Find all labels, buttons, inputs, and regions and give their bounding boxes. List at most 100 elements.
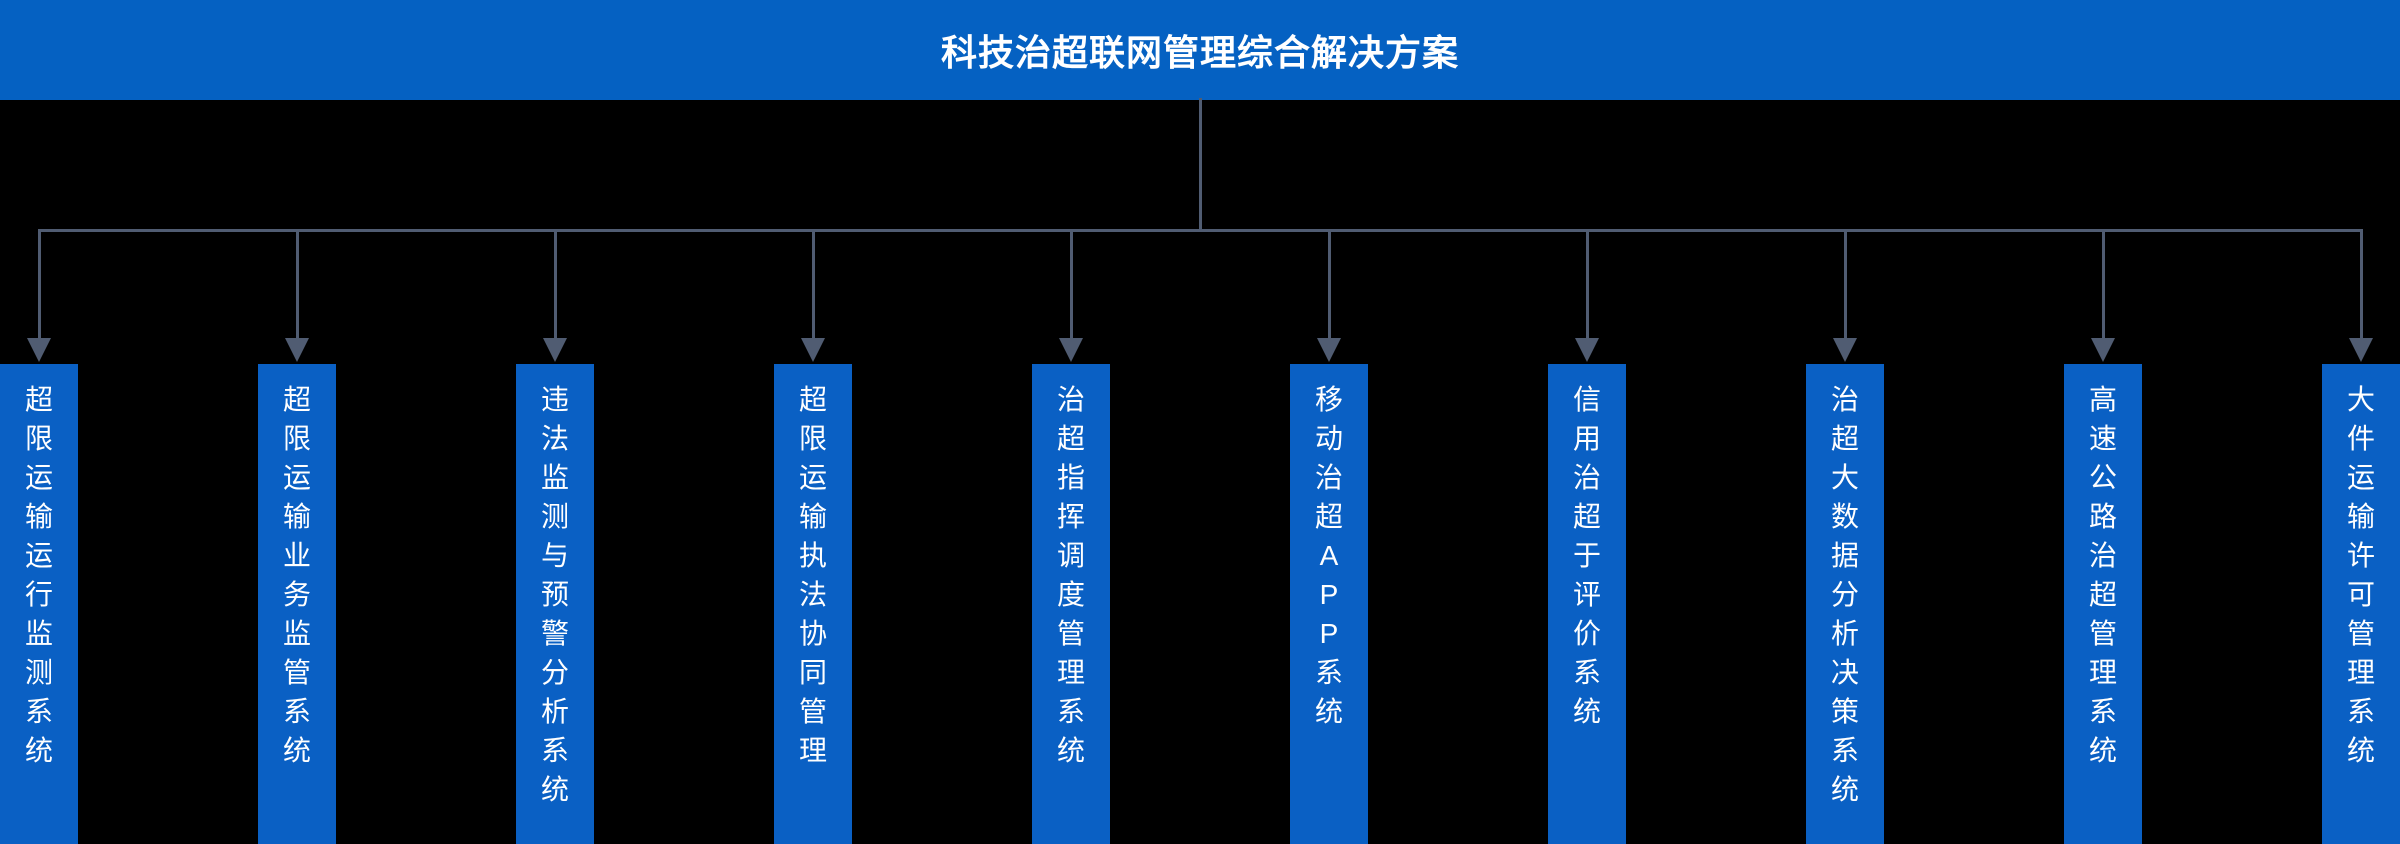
connector-branch xyxy=(1327,229,1331,340)
label-char: 超 xyxy=(282,384,311,415)
label-char: 系 xyxy=(1314,657,1343,688)
connector-branch xyxy=(553,229,557,340)
label-char: 数 xyxy=(1830,501,1859,532)
label-char: 限 xyxy=(282,423,311,454)
label-char: 理 xyxy=(2088,657,2117,688)
label-char: 评 xyxy=(1572,579,1601,610)
label-char: 运 xyxy=(282,462,311,493)
label-char: 系 xyxy=(24,696,53,727)
label-char: 动 xyxy=(1314,423,1343,454)
label-char: 统 xyxy=(1572,696,1601,727)
label-char: 公 xyxy=(2088,462,2117,493)
label-char: 系 xyxy=(1572,657,1601,688)
label-char: 系 xyxy=(1056,696,1085,727)
label-char: 测 xyxy=(24,657,53,688)
arrow-down-icon xyxy=(2349,338,2373,362)
label-char: 超 xyxy=(1572,501,1601,532)
label-char: 超 xyxy=(1056,423,1085,454)
label-char: 监 xyxy=(540,462,569,493)
label-char: 理 xyxy=(1056,657,1085,688)
label-char: 违 xyxy=(540,384,569,415)
label-char: 路 xyxy=(2088,501,2117,532)
label-char: 统 xyxy=(1314,696,1343,727)
label-char: 价 xyxy=(1572,618,1601,649)
label-char: 警 xyxy=(540,618,569,649)
system-node: 超限运输执法协同管理 xyxy=(774,364,852,844)
label-char: 法 xyxy=(798,579,827,610)
connector-branch xyxy=(2101,229,2105,340)
label-char: 于 xyxy=(1572,540,1601,571)
label-char: 限 xyxy=(24,423,53,454)
arrow-down-icon xyxy=(1059,338,1083,362)
system-node-label: 治超指挥调度管理系统 xyxy=(1032,364,1110,770)
label-char: 析 xyxy=(1830,618,1859,649)
label-char: 超 xyxy=(798,384,827,415)
connector-branch xyxy=(295,229,299,340)
system-node: 信用治超于评价系统 xyxy=(1548,364,1626,844)
label-char: 度 xyxy=(1056,579,1085,610)
arrow-down-icon xyxy=(285,338,309,362)
label-char: 速 xyxy=(2088,423,2117,454)
connector-branch xyxy=(811,229,815,340)
label-char: 测 xyxy=(540,501,569,532)
system-node-label: 超限运输执法协同管理 xyxy=(774,364,852,770)
label-char: 件 xyxy=(2346,423,2375,454)
arrow-down-icon xyxy=(2091,338,2115,362)
label-char: P xyxy=(1319,579,1339,610)
connector-branch xyxy=(1585,229,1589,340)
system-node-label: 违法监测与预警分析系统 xyxy=(516,364,594,809)
label-char: 管 xyxy=(2088,618,2117,649)
system-node-label: 治超大数据分析决策系统 xyxy=(1806,364,1884,809)
label-char: 输 xyxy=(282,501,311,532)
connector-branch xyxy=(1069,229,1073,340)
label-char: 治 xyxy=(1572,462,1601,493)
label-char: 系 xyxy=(1830,735,1859,766)
label-char: 统 xyxy=(540,774,569,805)
system-node: 超限运输业务监管系统 xyxy=(258,364,336,844)
system-node: 大件运输许可管理系统 xyxy=(2322,364,2400,844)
label-char: 行 xyxy=(24,579,53,610)
label-char: 执 xyxy=(798,540,827,571)
label-char: 统 xyxy=(24,735,53,766)
system-node-label: 大件运输许可管理系统 xyxy=(2322,364,2400,770)
page-title: 科技治超联网管理综合解决方案 xyxy=(940,32,1459,73)
label-char: 大 xyxy=(2346,384,2375,415)
label-char: 预 xyxy=(540,579,569,610)
label-char: A xyxy=(1319,540,1339,571)
label-char: 统 xyxy=(1056,735,1085,766)
label-char: 运 xyxy=(798,462,827,493)
system-node: 高速公路治超管理系统 xyxy=(2064,364,2142,844)
label-char: 信 xyxy=(1572,384,1601,415)
label-char: 监 xyxy=(282,618,311,649)
arrow-down-icon xyxy=(801,338,825,362)
label-char: 统 xyxy=(1830,774,1859,805)
label-char: 统 xyxy=(2346,735,2375,766)
label-char: 挥 xyxy=(1056,501,1085,532)
arrow-down-icon xyxy=(543,338,567,362)
label-char: 管 xyxy=(2346,618,2375,649)
label-char: 分 xyxy=(540,657,569,688)
label-char: 输 xyxy=(798,501,827,532)
label-char: 据 xyxy=(1830,540,1859,571)
system-node-label: 超限运输运行监测系统 xyxy=(0,364,78,770)
label-char: 析 xyxy=(540,696,569,727)
arrow-down-icon xyxy=(1833,338,1857,362)
label-char: 大 xyxy=(1830,462,1859,493)
label-char: 理 xyxy=(2346,657,2375,688)
label-char: 运 xyxy=(2346,462,2375,493)
label-char: 治 xyxy=(2088,540,2117,571)
label-char: 系 xyxy=(2346,696,2375,727)
system-node: 治超指挥调度管理系统 xyxy=(1032,364,1110,844)
label-char: 管 xyxy=(798,696,827,727)
label-char: 超 xyxy=(1314,501,1343,532)
label-char: 超 xyxy=(1830,423,1859,454)
label-char: 系 xyxy=(2088,696,2117,727)
arrow-down-icon xyxy=(1575,338,1599,362)
connector-branch xyxy=(1843,229,1847,340)
label-char: 法 xyxy=(540,423,569,454)
label-char: 系 xyxy=(282,696,311,727)
label-char: 同 xyxy=(798,657,827,688)
system-node-label: 超限运输业务监管系统 xyxy=(258,364,336,770)
